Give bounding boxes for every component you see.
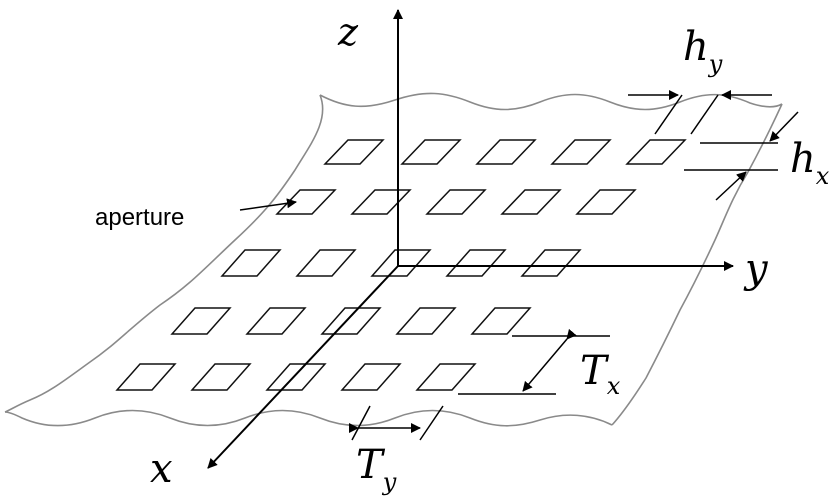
aperture-cell	[265, 363, 327, 391]
x-axis-label: x	[150, 446, 173, 492]
hy-extension-right	[690, 94, 719, 135]
ty-extension-left	[351, 405, 371, 441]
ty-label: Ty	[356, 442, 397, 496]
aperture-cell	[395, 307, 457, 335]
aperture-row-1	[323, 139, 687, 165]
aperture-cell	[340, 363, 402, 391]
aperture-cell	[415, 363, 477, 391]
aperture-cell	[400, 139, 462, 165]
z-axis-label: z	[337, 10, 359, 54]
aperture-cell	[475, 139, 537, 165]
ty-extension-right	[419, 405, 444, 441]
sheet-bottom-edge	[4, 409, 613, 427]
aperture-cell	[550, 139, 612, 165]
aperture-cell	[370, 249, 432, 277]
aperture-cell	[470, 307, 532, 335]
ty-dimension: Ty	[349, 405, 444, 496]
tx-arrow	[522, 328, 577, 392]
sheet-right-edge	[611, 103, 783, 426]
aperture-cell	[115, 363, 177, 391]
aperture-cell	[170, 307, 232, 335]
aperture-row-2	[275, 189, 637, 215]
hx-label-main: h	[790, 136, 816, 182]
aperture-row-4	[170, 307, 532, 335]
aperture-cell	[320, 307, 382, 335]
hy-extension-left	[654, 94, 683, 135]
aperture-cell	[190, 363, 252, 391]
y-axis-label: y	[743, 246, 769, 292]
sheet-left-edge	[4, 94, 324, 413]
aperture-cell	[625, 139, 687, 165]
hy-label-sub: y	[708, 50, 723, 78]
aperture-cell	[323, 139, 385, 165]
hy-dimension: hy	[628, 24, 772, 135]
ty-label-sub: y	[382, 468, 397, 496]
aperture-cell	[275, 189, 337, 215]
hy-label-main: h	[683, 24, 709, 70]
ty-label-main: T	[356, 442, 386, 488]
tx-dimension: Tx	[458, 328, 621, 400]
aperture-pointer	[239, 198, 297, 211]
aperture-cell	[445, 249, 507, 277]
hx-label: hx	[790, 136, 830, 190]
aperture-cell	[575, 189, 637, 215]
aperture-cell	[245, 307, 307, 335]
aperture-cell	[500, 189, 562, 215]
tx-label: Tx	[580, 348, 621, 400]
aperture-row-3	[220, 249, 582, 277]
aperture-cell	[220, 249, 282, 277]
tx-label-sub: x	[607, 372, 621, 400]
aperture-cell	[425, 189, 487, 215]
aperture-cell	[520, 249, 582, 277]
tx-label-main: T	[580, 348, 610, 394]
aperture-cell	[350, 189, 412, 215]
hy-label: hy	[683, 24, 723, 78]
hx-arrow-bottom	[715, 171, 747, 201]
aperture-row-5	[115, 363, 477, 391]
aperture-cell	[295, 249, 357, 277]
hx-label-sub: x	[816, 162, 830, 190]
aperture-grid	[115, 139, 687, 391]
hx-arrow-top	[769, 111, 799, 142]
sheet-top-edge	[319, 92, 783, 111]
aperture-label: aperture	[95, 204, 184, 231]
hx-dimension: hx	[684, 111, 830, 201]
x-axis-line	[207, 265, 399, 469]
